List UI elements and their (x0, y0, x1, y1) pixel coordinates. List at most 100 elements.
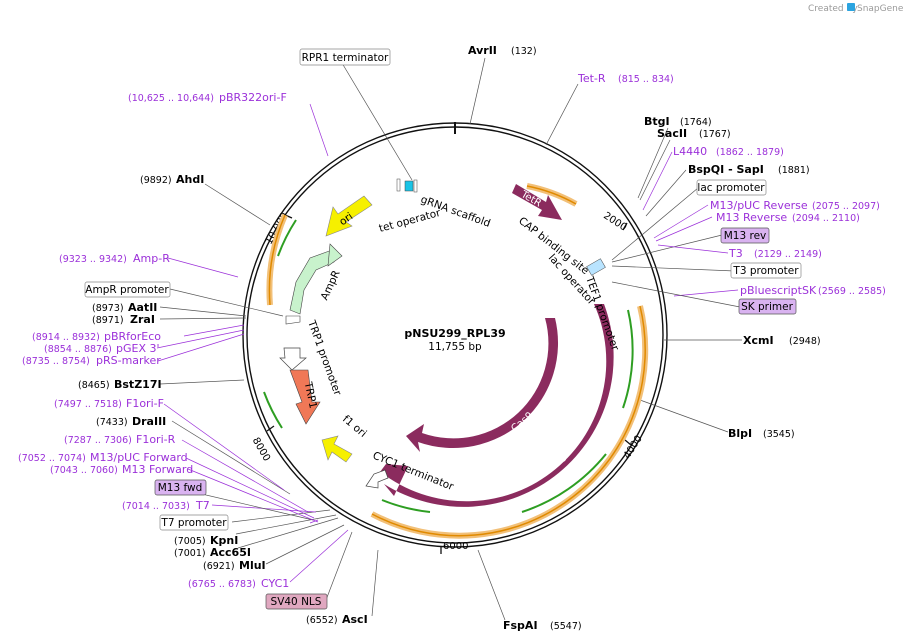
site-btgi[interactable]: BtgI (644, 115, 670, 128)
box-t3-promoter (730, 262, 802, 279)
site-zrai-pos: (8971) (92, 315, 124, 326)
primer-pgex3[interactable]: pGEX 3' (116, 342, 160, 355)
site-sacii-pos: (1767) (699, 129, 731, 140)
label-m13-rev[interactable]: M13 rev (724, 230, 767, 242)
site-blpi[interactable]: BlpI (728, 427, 752, 440)
primer-t3[interactable]: T3 (728, 247, 743, 260)
site-acc65i[interactable]: Acc65I (210, 546, 251, 559)
feature-trp1-promoter-arrow (279, 347, 307, 371)
box-t7-promoter (159, 514, 229, 531)
label-lac-promoter[interactable]: lac promoter (697, 182, 765, 194)
feature-cas9-outer[interactable] (380, 304, 614, 507)
primer-ampr[interactable]: Amp-R (133, 252, 170, 265)
primer-pbluescriptsk-pos: (2569 .. 2585) (818, 286, 886, 297)
label-t7-promoter[interactable]: T7 promoter (160, 517, 227, 529)
site-fspai-pos: (5547) (550, 621, 582, 632)
feature-cas9-inner[interactable] (406, 318, 559, 452)
site-mlui-pos: (6921) (203, 561, 235, 572)
brand-name: SnapGene (857, 4, 904, 14)
plasmid-name: pNSU299_RPL39 (404, 327, 505, 340)
primer-tetr[interactable]: Tet-R (577, 72, 606, 85)
primer-pbluescriptsk[interactable]: pBluescriptSK (740, 284, 817, 297)
plasmid-size: 11,755 bp (428, 341, 482, 353)
feature-tetr[interactable] (512, 184, 562, 220)
tick-6000: 6000 (443, 541, 468, 552)
site-asci-pos: (6552) (306, 615, 338, 626)
site-draiii-pos: (7433) (96, 417, 128, 428)
feature-tef1-block (586, 258, 606, 276)
brand-created-by: Created by (808, 4, 858, 14)
primer-f1ori-f[interactable]: F1ori-F (126, 397, 164, 410)
primer-pbr322ori[interactable]: pBR322ori-F (219, 91, 287, 104)
primer-pbrforeco-pos: (8914 .. 8932) (32, 332, 100, 343)
label-sk-primer[interactable]: SK primer (741, 301, 793, 313)
site-btgi-pos: (1764) (680, 117, 712, 128)
primer-pbr322ori-pos: (10,625 .. 10,644) (128, 93, 214, 104)
site-bstz17i[interactable]: BstZ17I (114, 378, 162, 391)
leader-lines (156, 57, 742, 621)
primer-t7[interactable]: T7 (195, 499, 210, 512)
site-asci[interactable]: AscI (342, 613, 368, 626)
label-m13-fwd[interactable]: M13 fwd (158, 482, 203, 494)
feature-ampr-promoter-arrow (285, 315, 301, 325)
primer-cyc1-pos: (6765 .. 6783) (188, 579, 256, 590)
primer-m13-puc-forward[interactable]: M13/pUC Forward (90, 451, 188, 464)
primer-m13-reverse[interactable]: M13 Reverse (716, 211, 787, 224)
box-ampr-promoter (84, 281, 171, 298)
site-ahdi-pos: (9892) (140, 175, 172, 186)
primer-m13-forward-pos: (7043 .. 7060) (50, 465, 118, 476)
label-rpr1-terminator[interactable]: RPR1 terminator (302, 52, 389, 64)
label-ampr-promoter[interactable]: AmpR promoter (85, 284, 169, 296)
feature-cyc1-terminator-arrow (365, 469, 389, 489)
primer-f1ori-r[interactable]: F1ori-R (136, 433, 176, 446)
primer-ampr-pos-text: (9323 .. 9342) (59, 254, 127, 265)
site-draiii[interactable]: DraIII (132, 415, 166, 428)
site-avrii[interactable]: AvrII (468, 44, 497, 57)
feature-trp1[interactable] (289, 369, 321, 425)
primer-m13-forward[interactable]: M13 Forward (122, 463, 193, 476)
site-bspqi-sapi[interactable]: BspQI - SapI (688, 163, 764, 176)
feature-ampr-label: AmpR (319, 269, 343, 303)
feature-grna-scaffold[interactable] (404, 180, 414, 192)
site-avrii-pos: (132) (511, 46, 537, 57)
site-acc65i-pos: (7001) (174, 548, 206, 559)
box-sv40-nls (265, 593, 328, 610)
site-mlui[interactable]: MluI (239, 559, 266, 572)
primer-prs-marker[interactable]: pRS-marker (96, 354, 161, 367)
primer-l4440[interactable]: L4440 (673, 145, 707, 158)
site-kpni[interactable]: KpnI (210, 534, 238, 547)
primer-tetr-pos: (815 .. 834) (618, 74, 674, 85)
snapgene-logo-icon (847, 3, 855, 11)
label-t3-promoter[interactable]: T3 promoter (732, 265, 799, 277)
primer-cyc1[interactable]: CYC1 (261, 577, 289, 590)
primer-pgex3-pos: (8854 .. 8876) (44, 344, 112, 355)
box-lac-promoter (696, 179, 767, 196)
site-aatii[interactable]: AatII (128, 301, 157, 314)
feature-f1-ori[interactable] (321, 435, 353, 463)
label-f1-ori: f1 ori (340, 413, 369, 440)
site-kpni-pos: (7005) (174, 536, 206, 547)
primer-m13-puc-reverse[interactable]: M13/pUC Reverse (710, 199, 808, 212)
label-tef1-promoter: TEF1 promoter (583, 274, 621, 353)
site-bspqi-pos: (1881) (778, 165, 810, 176)
site-zrai[interactable]: ZraI (130, 313, 155, 326)
primer-m13-puc-forward-pos: (7052 .. 7074) (18, 453, 86, 464)
tick-8000: 8000 (250, 436, 272, 464)
primer-t7-pos: (7014 .. 7033) (122, 501, 190, 512)
site-aatii-pos: (8973) (92, 303, 124, 314)
site-fspai[interactable]: FspAI (503, 619, 538, 632)
site-sacii[interactable]: SacII (657, 127, 687, 140)
primer-f1ori-r-pos: (7287 .. 7306) (64, 435, 132, 446)
box-m13-fwd (154, 479, 207, 496)
primer-m13-reverse-pos: (2094 .. 2110) (792, 213, 860, 224)
site-ahdi[interactable]: AhdI (176, 173, 204, 186)
feature-ori[interactable] (325, 195, 373, 237)
primer-pbrforeco[interactable]: pBRforEco (104, 330, 161, 343)
box-sk-primer (738, 298, 797, 315)
primer-m13-puc-reverse-pos: (2075 .. 2097) (812, 201, 880, 212)
site-xcmi[interactable]: XcmI (743, 334, 774, 347)
label-sv40-nls[interactable]: SV40 NLS (271, 596, 322, 608)
site-bstz17i-pos: (8465) (78, 380, 110, 391)
